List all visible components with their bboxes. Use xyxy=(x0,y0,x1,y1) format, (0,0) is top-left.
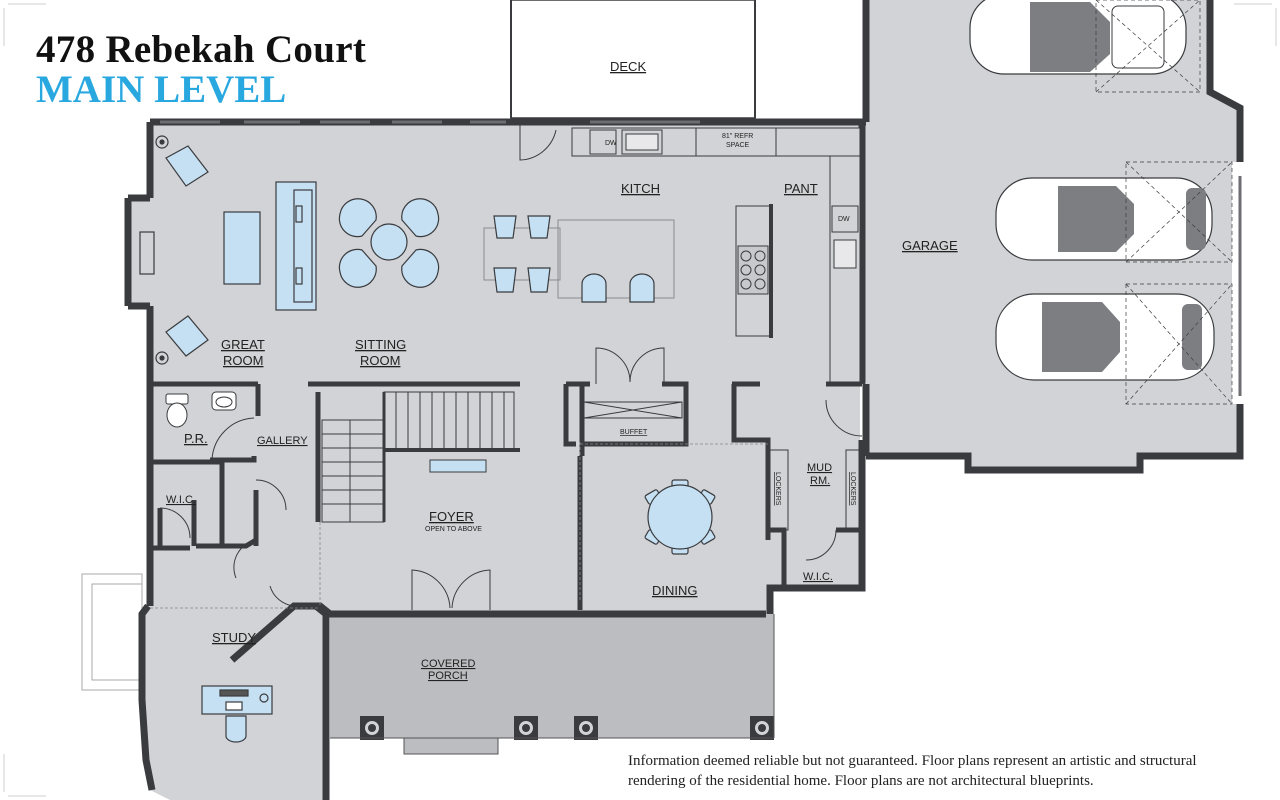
disclaimer: Information deemed reliable but not guar… xyxy=(628,751,1268,791)
lockers-left-label: LOCKERS xyxy=(774,472,781,506)
interior-walls xyxy=(150,381,862,610)
fridge-label: 81" REFR xyxy=(722,133,753,140)
wic-right-label: W.I.C. xyxy=(803,571,833,583)
sitting-room-label-2: ROOM xyxy=(360,353,400,368)
kitchen-label: KITCH xyxy=(621,181,660,196)
study-desk xyxy=(201,685,273,743)
car-middle xyxy=(995,161,1233,263)
deck xyxy=(510,0,756,119)
covered-porch-label-2: PORCH xyxy=(428,670,468,682)
mud-room-label-2: RM. xyxy=(810,475,830,487)
dining-label: DINING xyxy=(652,583,698,598)
lockers-right-label: LOCKERS xyxy=(849,472,856,506)
room-labels: DECK KITCH PANT GARAGE GREAT ROOM SITTIN… xyxy=(166,59,958,682)
garage-walls xyxy=(866,0,1244,474)
foyer-bench xyxy=(429,459,487,473)
doors xyxy=(159,122,863,610)
powder-room-fixtures xyxy=(165,391,237,428)
study-terrace xyxy=(81,573,143,691)
disclaimer-line-2: rendering of the residential home. Floor… xyxy=(628,773,1094,789)
mud-room-label: MUD xyxy=(807,462,832,474)
breakfast-table xyxy=(483,227,561,281)
deck-label: DECK xyxy=(610,59,646,74)
gallery-label: GALLERY xyxy=(257,435,308,447)
level-title: MAIN LEVEL xyxy=(36,68,287,111)
dishwasher-label: DW xyxy=(605,140,617,147)
foyer-label: FOYER xyxy=(429,509,474,524)
mud-lockers xyxy=(769,449,863,531)
covered-porch-label: COVERED xyxy=(421,658,475,670)
plan-title: 478 Rebekah Court xyxy=(36,28,367,71)
door-opening-lines xyxy=(150,442,768,609)
garage-cars xyxy=(969,0,1233,405)
pantry-label: PANT xyxy=(784,181,818,196)
study-label: STUDY xyxy=(212,630,256,645)
fridge-label-2: SPACE xyxy=(726,142,750,149)
garage-label: GARAGE xyxy=(902,238,958,253)
porch-columns xyxy=(360,716,774,740)
sitting-room-label: SITTING xyxy=(355,337,406,352)
foyer-note: OPEN TO ABOVE xyxy=(425,526,482,533)
side-dishwasher-label: DW xyxy=(838,216,850,223)
crop-marks xyxy=(3,3,1277,797)
great-room-furniture xyxy=(139,135,317,365)
kitchen-stools xyxy=(493,215,655,303)
car-bottom xyxy=(995,283,1233,405)
powder-room-label: P.R. xyxy=(184,431,208,446)
car-top xyxy=(969,0,1201,93)
sitting-furniture xyxy=(338,198,440,288)
covered-porch xyxy=(330,614,774,755)
disclaimer-line-1: Information deemed reliable but not guar… xyxy=(628,753,1197,769)
great-room-label-2: ROOM xyxy=(223,353,263,368)
buffet-label: BUFFET xyxy=(620,429,648,436)
great-room-label: GREAT xyxy=(221,337,265,352)
buffet xyxy=(583,401,683,419)
kitchen-island xyxy=(557,219,675,299)
dining-table xyxy=(644,479,716,555)
wic-left-label: W.I.C. xyxy=(166,494,196,506)
kitchen-counters xyxy=(571,127,861,383)
